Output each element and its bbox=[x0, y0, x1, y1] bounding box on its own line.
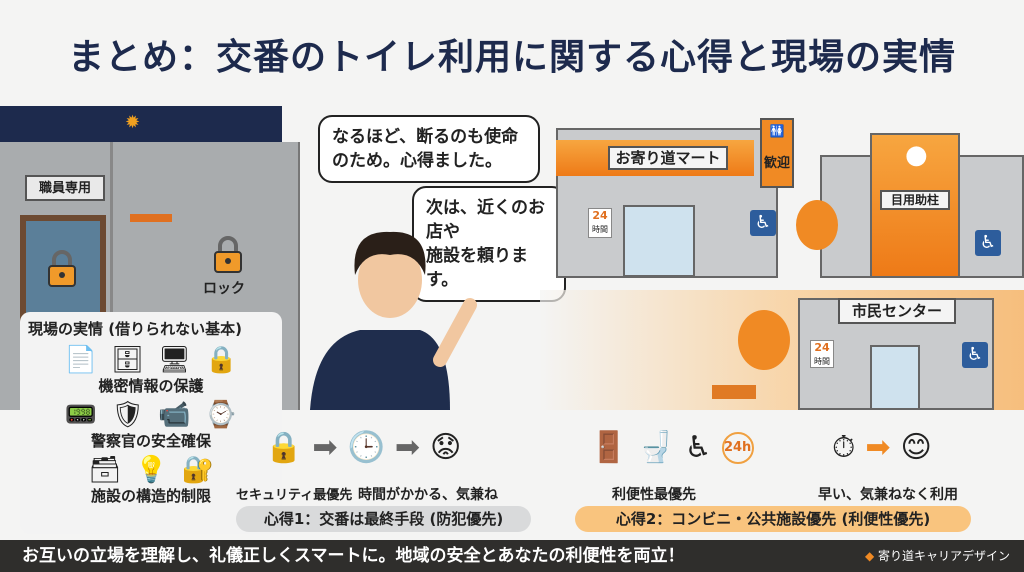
door-icon: 🚪 bbox=[590, 430, 628, 465]
24h-icon: 24h bbox=[721, 431, 754, 464]
public-building-sign: 目用助柱 bbox=[880, 190, 950, 210]
computer-tower-icon: 🖥 bbox=[158, 345, 192, 375]
server-icon: 🗄 bbox=[110, 345, 144, 375]
civic-center-sign: 市民センター bbox=[838, 298, 956, 324]
tip2-caption: 利便性最優先 bbox=[612, 487, 696, 503]
arrow-right-icon: ➡ bbox=[312, 430, 338, 465]
padlock-icon: 🔒 bbox=[205, 345, 238, 375]
hours-badge: 24 時間 bbox=[810, 340, 834, 368]
tip2-result-icons: ⏱ ➡ 😊 bbox=[832, 430, 932, 465]
reality-item: 📟 🛡 📹 ⌚ 警察官の安全確保 bbox=[20, 400, 282, 451]
stopwatch-icon: ⏱ bbox=[832, 430, 856, 465]
bench-icon bbox=[712, 385, 756, 399]
speech-line: なるほど、断るのも使命 bbox=[332, 127, 519, 147]
brand-name: 寄り道キャリアデザイン bbox=[877, 549, 1010, 563]
arrow-right-icon: ➡ bbox=[865, 430, 891, 465]
documents-lock-icon: 📄 bbox=[64, 345, 97, 375]
toilet-icon: 🚽 bbox=[637, 430, 675, 465]
speech-bubble: 次は、近くのお店や 施設を頼ります。 bbox=[412, 186, 566, 302]
tip2-pill: 心得2：コンビニ・公共施設優先 (利便性優先) bbox=[575, 506, 971, 532]
tip2-caption: 早い、気兼ねなく利用 bbox=[818, 487, 958, 503]
footer-message: お互いの立場を理解し、礼儀正しくスマートに。地域の安全とあなたの利便性を両立！ bbox=[0, 540, 1024, 572]
padlock-icon bbox=[48, 250, 76, 287]
desk-lamp-icon: 💡 bbox=[135, 455, 168, 485]
person-illustration bbox=[310, 231, 477, 410]
reality-item-label: 警察官の安全確保 bbox=[90, 432, 211, 450]
speech-bubble: なるほど、断るのも使命 のため。心得ました。 bbox=[318, 115, 540, 183]
radio-icon: 📟 bbox=[64, 400, 98, 430]
diamond-icon: ◆ bbox=[864, 549, 878, 563]
brand: ◆ 寄り道キャリアデザイン bbox=[865, 540, 1010, 572]
wheelchair-icon: ♿ bbox=[962, 342, 988, 368]
hours-unit: 時間 bbox=[592, 225, 608, 234]
tree-icon bbox=[738, 310, 790, 370]
wheelchair-icon: ♿ bbox=[750, 210, 776, 236]
tree-icon bbox=[796, 200, 838, 250]
tip1-caption: セキュリティ最優先 bbox=[236, 488, 353, 503]
reality-heading: 現場の実情 (借りられない基本) bbox=[28, 320, 242, 338]
desk-icon: 🗃 bbox=[88, 455, 122, 485]
staff-only-sign: 職員専用 bbox=[25, 175, 105, 201]
security-camera-icon: 📹 bbox=[158, 400, 191, 430]
wheelchair-icon: ♿ bbox=[684, 430, 712, 465]
clock-icon: 🕒 bbox=[347, 430, 385, 465]
padlock-icon bbox=[214, 236, 242, 273]
page-title: まとめ：交番のトイレ利用に関する心得と現場の実情 bbox=[67, 37, 956, 78]
reality-item: 🗃 💡 🔐 施設の構造的制限 bbox=[20, 455, 282, 506]
tip1-pill: 心得1：交番は最終手段 (防犯優先) bbox=[236, 506, 531, 532]
reality-item: 📄 🗄 🖥 🔒 機密情報の保護 bbox=[20, 345, 282, 396]
police-emblem-icon: ✹ bbox=[125, 112, 141, 133]
welcome-label: 歓迎 bbox=[763, 156, 790, 171]
police-box-roof: ✹ bbox=[0, 106, 282, 142]
locked-cabinet-icon: 🔐 bbox=[181, 455, 214, 485]
reality-panel: 現場の実情 (借りられない基本) 📄 🗄 🖥 🔒 機密情報の保護 📟 🛡 📹 ⌚ 警察官の安… bbox=[20, 312, 282, 534]
person-icon: ● bbox=[905, 140, 928, 170]
hours-number: 24 bbox=[814, 341, 830, 354]
welcome-sign: 🚻 歓迎 bbox=[760, 118, 794, 188]
shield-check-icon: 🛡 bbox=[111, 400, 145, 430]
speech-line: 次は、近くのお店や bbox=[426, 198, 545, 242]
civic-center-entrance bbox=[870, 345, 920, 410]
speech-line: 施設を頼ります。 bbox=[426, 246, 528, 290]
hours-unit: 時間 bbox=[814, 357, 830, 366]
store-entrance bbox=[623, 205, 695, 277]
store-name-sign: お寄り道マート bbox=[608, 146, 728, 170]
tip1-icons: 🔒 ➡ 🕒 ➡ 😟 bbox=[265, 430, 461, 465]
worried-face-icon: 😟 bbox=[430, 430, 462, 465]
hours-number: 24 bbox=[592, 209, 608, 222]
reality-item-label: 施設の構造的制限 bbox=[90, 487, 211, 505]
lock-label: ロック bbox=[203, 281, 245, 297]
padlock-icon: 🔒 bbox=[265, 430, 303, 465]
restroom-icon: 🚻 bbox=[769, 124, 785, 138]
arrow-right-icon: ➡ bbox=[394, 430, 420, 465]
tip2-icons: 🚪 🚽 ♿ 24h bbox=[590, 430, 754, 465]
watch-icon: ⌚ bbox=[204, 400, 238, 430]
wall-divider bbox=[110, 142, 113, 410]
tip1-caption: 時間がかかる、気兼ね bbox=[358, 487, 498, 503]
hours-badge: 24 時間 bbox=[588, 208, 612, 238]
wheelchair-icon: ♿ bbox=[975, 230, 1001, 256]
speech-line: のため。心得ました。 bbox=[332, 151, 502, 171]
orange-stripe bbox=[130, 214, 172, 222]
reality-item-label: 機密情報の保護 bbox=[98, 377, 204, 395]
smiling-face-icon: 😊 bbox=[900, 430, 932, 465]
